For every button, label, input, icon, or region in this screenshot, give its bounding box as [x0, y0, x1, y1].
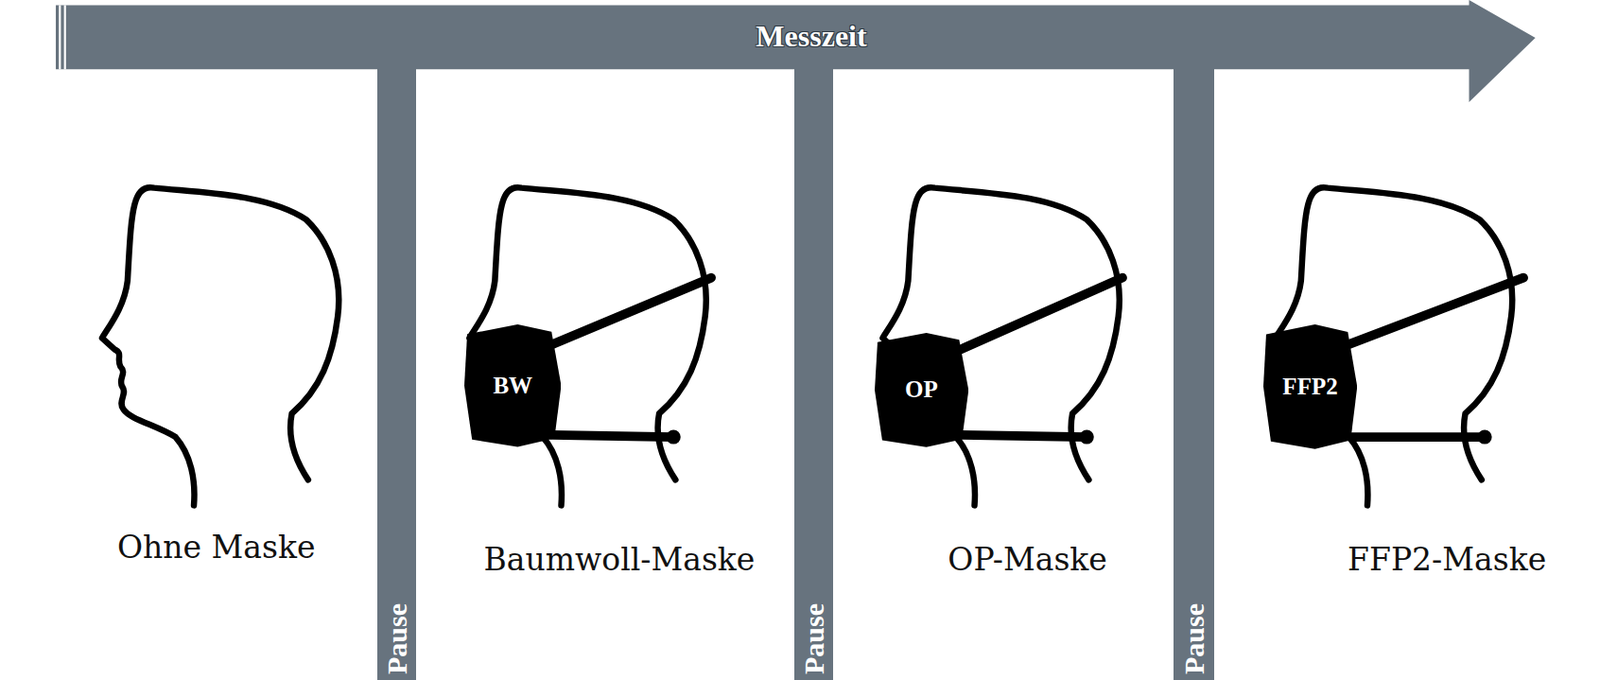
condition-label: FFP2-Maske: [1347, 540, 1547, 578]
mask-shape: OP: [874, 332, 969, 448]
mask-fill: [464, 324, 562, 447]
mask-straps: [540, 278, 1524, 437]
pause-label: Pause: [798, 603, 830, 675]
mask-shape: FFP2: [1263, 324, 1357, 450]
strap-knot: [1079, 430, 1095, 445]
strap: [1352, 432, 1485, 442]
label-slot: Ohne Maske: [117, 528, 316, 566]
label-slot: FFP2-Maske: [1347, 540, 1547, 578]
label-slot: Baumwoll-Maske: [484, 540, 756, 578]
strap: [551, 434, 674, 437]
condition-label: OP-Maske: [947, 540, 1108, 578]
axis-title: Messzeit: [755, 18, 867, 54]
mask-fill: [874, 332, 969, 448]
strap-knot: [666, 430, 681, 445]
strap: [540, 278, 712, 350]
pause-bar: Pause: [377, 63, 417, 680]
edge-stripe: [64, 4, 67, 70]
pause-bar: Pause: [1173, 63, 1215, 680]
pause-bar: Pause: [794, 63, 834, 680]
head-no-mask: [102, 187, 339, 505]
strap: [1346, 278, 1524, 346]
strap-knot: [1478, 430, 1493, 445]
label-slot: OP-Maske: [947, 540, 1108, 578]
mask-label: BW: [492, 372, 533, 400]
pause-label: Pause: [1178, 603, 1210, 675]
condition-label: Ohne Maske: [117, 528, 316, 566]
mask-shape: BW: [464, 324, 562, 447]
pause-label: Pause: [381, 603, 413, 675]
edge-stripe: [59, 4, 62, 70]
mask-fill: [1263, 324, 1357, 450]
mask-label: OP: [904, 376, 939, 403]
strap: [958, 434, 1087, 437]
condition-label: Baumwoll-Maske: [484, 540, 756, 578]
mask-label: FFP2: [1282, 373, 1338, 400]
strap: [954, 278, 1123, 353]
